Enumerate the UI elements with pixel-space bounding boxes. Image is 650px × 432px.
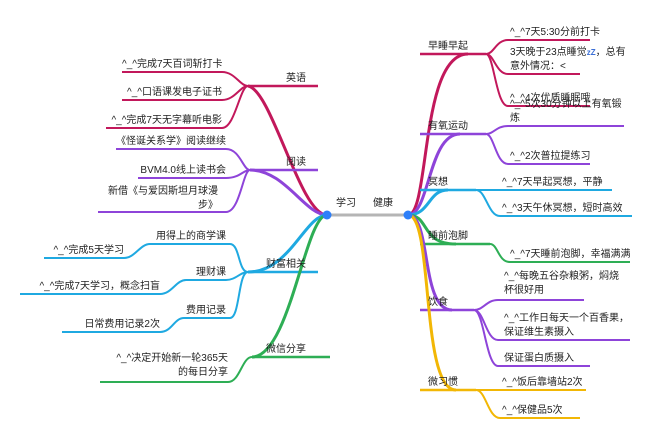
leaf-english-3[interactable]: ^_^完成7天无字幕听电影 [111,115,222,126]
leaf-micro-1[interactable]: ^_^饭后靠墙站2次 [502,377,583,388]
leaf-wealth-expense[interactable]: 费用记录 [186,305,226,316]
link-diet-3 [473,309,590,367]
link-micro-2 [475,389,580,419]
leaf-wechat-1[interactable]: ^_^决定开始新一轮365天的每日分享 [116,353,228,378]
leaf-micro-2[interactable]: ^_^保健品5次 [502,405,563,416]
leaf-english-1[interactable]: ^_^完成7天百词斩打卡 [122,59,223,70]
link-microhabits [407,213,457,392]
link-wealth-4 [20,279,187,295]
branch-wechat[interactable]: 微信分享 [266,344,306,355]
center-node-right[interactable] [403,210,413,220]
leaf-diet-2[interactable]: ^_^工作日每天一个百香果，保证维生素摄入 [504,313,629,338]
leaf-aerobic-2[interactable]: ^_^2次普拉提练习 [510,151,591,162]
link-wealth-1 [150,243,249,273]
leaf-meditation-2[interactable]: ^_^3天午休冥想，短时高效 [502,203,623,214]
link-aerobic-2 [485,133,590,165]
link-reading [249,168,328,217]
link-aerobic [407,132,461,217]
link-english-1 [122,71,249,87]
leaf-diet-1[interactable]: ^_^每晚五谷杂粮粥，焖烧杯很好用 [504,271,619,296]
link-wealth [247,213,328,274]
link-footsoak-1 [489,243,630,263]
branch-microhabits[interactable]: 微习惯 [428,377,458,388]
leaf-sleep-2-tail: ，总有意外情况：< [510,47,626,72]
leaf-footsoak-1[interactable]: ^_^7天睡前泡脚，幸福满满 [510,249,631,260]
leaf-aerobic-1[interactable]: ^_^5次30分钟以上有氧锻炼 [510,99,622,124]
branch-sleep[interactable]: 早睡早起 [428,41,468,52]
leaf-reading-3[interactable]: 新借《与爱因斯坦月球漫步》 [108,186,218,211]
center-label-health[interactable]: 健康 [373,198,393,209]
leaf-wealth-course[interactable]: 用得上的商学课 [156,231,226,242]
leaf-wealth-expense-sub[interactable]: 日常费用记录2次 [84,319,160,330]
link-english [247,84,328,217]
leaf-sleep-1[interactable]: ^_^7天5:30分前打卡 [510,27,600,38]
leaf-english-2[interactable]: ^_^口语课发电子证书 [127,87,222,98]
leaf-wealth-finance-sub[interactable]: ^_^完成7天学习，概念扫盲 [39,281,160,292]
leaf-meditation-1[interactable]: ^_^7天早起冥想，平静 [502,177,603,188]
branch-aerobic[interactable]: 有氧运动 [428,121,468,132]
link-wechat-1 [100,356,253,383]
branch-diet[interactable]: 饮食 [428,297,448,308]
branch-english[interactable]: 英语 [286,73,306,84]
link-reading-1 [116,148,251,171]
center-node-left[interactable] [322,210,332,220]
branch-wealth[interactable]: 财富相关 [266,259,306,270]
center-label-study[interactable]: 学习 [336,198,356,209]
leaf-reading-1[interactable]: 《怪诞关系学》阅读继续 [116,136,226,147]
link-wealth-6 [62,317,185,333]
leaf-reading-2[interactable]: BVM4.0线上读书会 [140,165,226,176]
link-english-3 [106,85,249,129]
leaf-wealth-finance[interactable]: 理财课 [196,267,226,278]
sleep-zz-icon: zZ [586,48,596,57]
leaf-sleep-3[interactable]: ^_^4次优质睡眠哦 [510,93,591,104]
branch-meditation[interactable]: 冥想 [428,177,448,188]
leaf-wealth-course-sub[interactable]: ^_^完成5天学习 [53,245,124,256]
link-wealth-2 [44,243,151,259]
link-reading-3 [98,169,251,213]
link-diet-1 [473,299,584,311]
leaf-sleep-2-text: 3天晚于23点睡觉 [510,47,587,58]
link-wealth-5 [184,271,249,319]
branch-footsoak[interactable]: 睡前泡脚 [428,231,468,242]
leaf-diet-3[interactable]: 保证蛋白质摄入 [504,353,574,364]
link-meditation-2 [475,189,632,217]
branch-reading[interactable]: 阅读 [286,157,306,168]
link-wechat [251,213,328,359]
link-sleep-3 [485,53,590,107]
leaf-sleep-2[interactable]: 3天晚于23点睡觉zZ，总有意外情况：< [510,46,630,74]
link-aerobic-1 [485,125,624,135]
